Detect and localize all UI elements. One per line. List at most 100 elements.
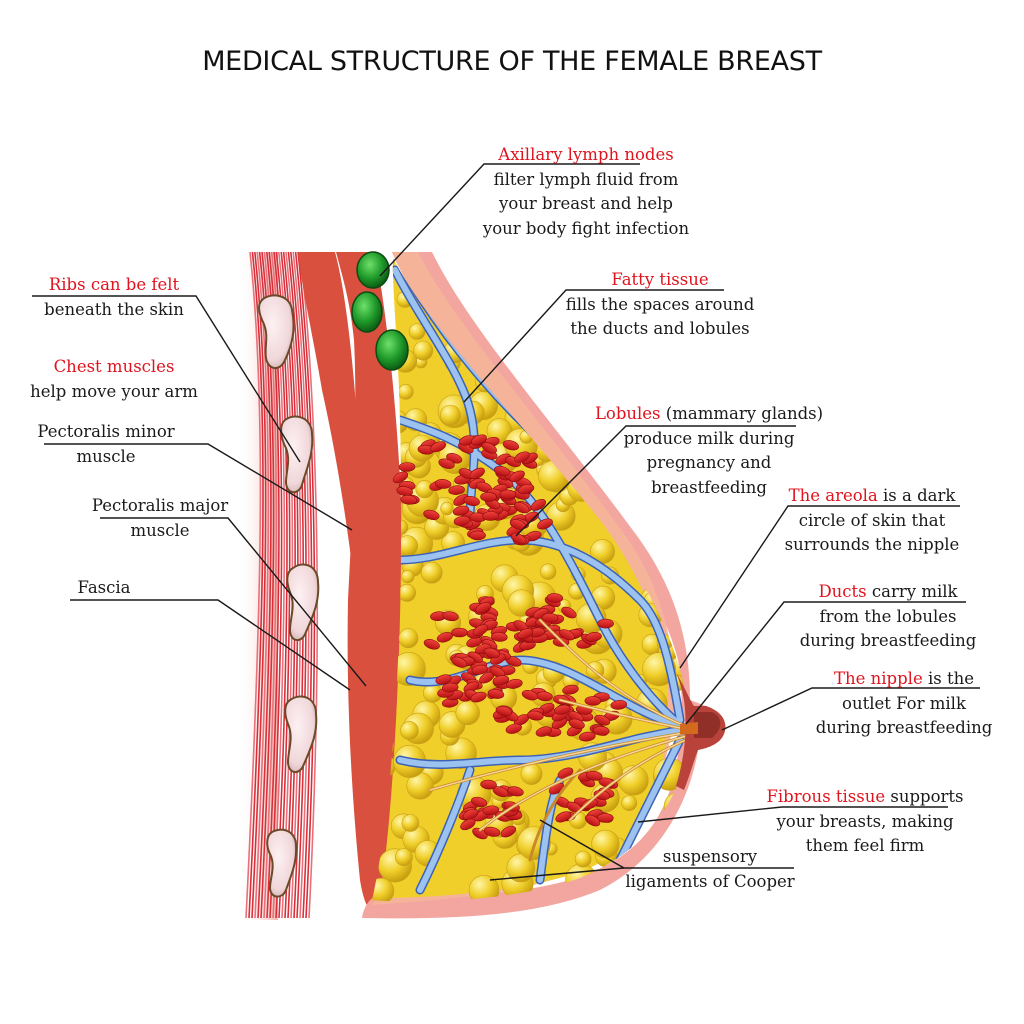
lobule-gland	[470, 691, 487, 703]
label-line: the ducts and lobules	[570, 319, 750, 338]
muscle-fiber	[251, 251, 267, 919]
lobule-gland	[502, 440, 520, 451]
lobule-gland	[584, 696, 602, 706]
fat-globule	[413, 340, 434, 361]
fat-globule	[472, 265, 487, 280]
label-line: during breastfeeding	[799, 631, 977, 650]
lobule-gland	[568, 718, 585, 730]
label-line: Fascia	[77, 578, 131, 597]
label-title-rest: carry milk	[866, 582, 958, 601]
fat-globule	[507, 345, 531, 369]
muscle-fiber	[297, 251, 316, 919]
lobule-gland	[434, 479, 452, 489]
lobule-gland	[451, 656, 468, 668]
fat-globule	[401, 569, 415, 584]
label-ribs: Ribs can be felt beneath the skin	[22, 273, 206, 322]
label-line: outlet For milk	[842, 693, 966, 713]
fat-globule	[659, 548, 690, 583]
muscle-fiber	[245, 251, 262, 919]
lobule-gland	[469, 467, 485, 480]
label-pectoralis-major: Pectoralis major muscle	[80, 494, 240, 543]
fat-globule	[495, 295, 530, 331]
lobule-gland	[480, 492, 497, 502]
fat-globule	[439, 404, 461, 426]
fat-globule	[666, 535, 685, 554]
label-title-rest: supports	[885, 787, 964, 806]
muscle-fiber	[248, 251, 264, 919]
label-line: from the lobules	[819, 606, 957, 626]
lobule-gland	[453, 515, 471, 526]
fat-globule	[655, 258, 675, 267]
lobule-gland	[610, 700, 628, 710]
label-fatty-tissue: Fatty tissue fills the spaces around the…	[550, 268, 770, 342]
pectoralis-minor-muscle	[298, 252, 363, 600]
lobule-gland	[495, 706, 512, 717]
lobule-gland	[537, 518, 553, 530]
label-title: The areola	[788, 486, 878, 505]
leader-fibrous	[637, 806, 948, 823]
label-fascia: Fascia	[64, 576, 144, 601]
label-axillary-lymph-nodes: Axillary lymph nodes filter lymph fluid …	[466, 143, 706, 241]
lobule-gland	[482, 805, 500, 816]
lobule-gland	[475, 602, 492, 614]
leader-nipple	[721, 687, 980, 731]
label-line: fills the spaces around	[565, 294, 755, 314]
lobule-gland	[451, 627, 468, 638]
fat-globule	[453, 258, 477, 267]
lobule-gland	[505, 723, 522, 734]
label-line: during breastfeeding	[815, 718, 993, 737]
fat-globule	[574, 850, 592, 868]
lobule-gland	[392, 471, 409, 484]
lobule-gland	[430, 441, 447, 453]
leader-pec-major	[100, 517, 367, 687]
lobule-gland	[585, 770, 603, 781]
label-line: muscle	[76, 446, 136, 466]
label-areola: The areola is a dark circle of skin that…	[774, 484, 970, 558]
muscle-fiber	[254, 251, 270, 919]
fat-globule	[664, 362, 681, 379]
lobule-gland	[510, 532, 527, 545]
fat-globule	[505, 321, 536, 352]
label-line: your breast and help	[499, 194, 673, 213]
fat-globule	[440, 501, 454, 516]
pectoralis-major-muscle	[336, 252, 404, 915]
fat-globule	[591, 829, 620, 859]
lobules	[392, 434, 628, 840]
lobule-gland	[546, 593, 564, 603]
fat-globule	[517, 290, 533, 306]
lobule-gland	[471, 796, 488, 808]
lobule-gland	[561, 606, 577, 619]
label-line: suspensory	[662, 847, 758, 866]
label-line: beneath the skin	[44, 299, 184, 319]
label-title: Ribs can be felt	[48, 275, 180, 294]
muscle-fiber	[294, 251, 313, 919]
leader-ribs	[32, 295, 301, 463]
lobule-gland	[448, 485, 465, 495]
lobule-gland	[579, 731, 596, 742]
lobule-gland	[482, 511, 499, 521]
label-line: breastfeeding	[651, 477, 767, 497]
lobule-gland	[500, 825, 517, 838]
lymph-node	[351, 291, 383, 333]
fat-globule	[394, 848, 413, 867]
lobule-gland	[452, 505, 470, 516]
rib	[284, 695, 318, 773]
fat-globule	[397, 383, 414, 400]
lobule-gland	[530, 499, 546, 511]
label-title: The nipple	[834, 669, 923, 688]
lymph-node	[375, 329, 409, 371]
label-title: Fibrous tissue	[766, 787, 886, 806]
lobule-gland	[398, 462, 416, 472]
lobule-gland	[400, 494, 417, 505]
label-title: Chest muscles	[53, 357, 175, 376]
label-line: them feel firm	[805, 836, 925, 855]
lobule-gland	[555, 811, 572, 823]
fat-globule	[455, 700, 480, 726]
lobule-gland	[441, 682, 459, 693]
fat-globule	[574, 356, 592, 374]
lymph-node	[356, 251, 390, 289]
rib	[286, 563, 320, 641]
fat-globule	[398, 583, 417, 602]
fat-globule	[401, 814, 420, 832]
fat-globule	[520, 293, 547, 319]
